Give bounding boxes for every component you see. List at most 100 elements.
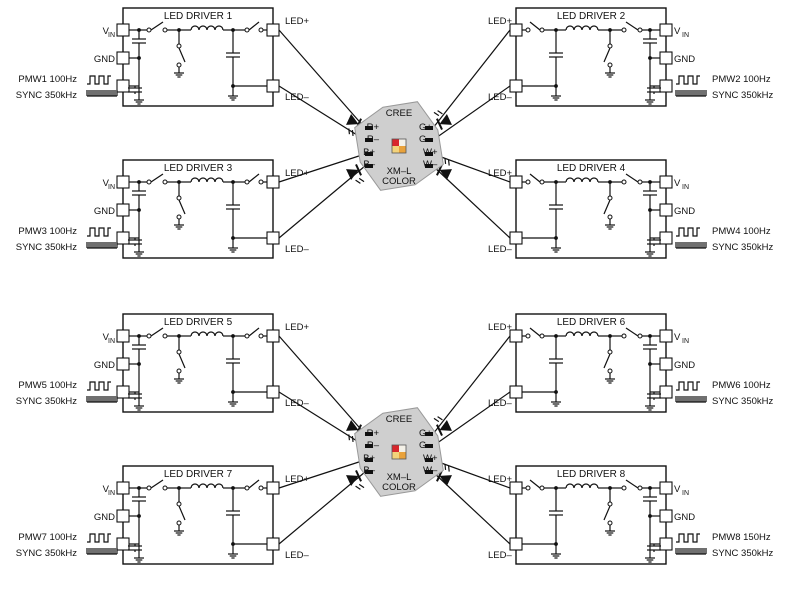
sync-label: SYNC 350kHz [712, 90, 773, 101]
capacitor-icon [549, 336, 563, 386]
switch-terminal [525, 333, 531, 339]
wire [190, 25, 224, 31]
pwm-pin [659, 537, 673, 551]
package-model: XM–L [387, 166, 412, 177]
pwm-label: PMW5 100Hz [18, 380, 77, 391]
switch-terminal [244, 179, 250, 185]
led-die-green [392, 452, 399, 459]
ground-icon [645, 246, 655, 257]
diode-bar [355, 164, 362, 176]
ground-icon [645, 400, 655, 411]
inductor-icon [190, 331, 224, 337]
ground-icon [645, 94, 655, 105]
switch-terminal [162, 27, 168, 33]
switch-terminal [637, 485, 643, 491]
switch-blade [603, 47, 611, 63]
package-pad [365, 126, 373, 130]
led-minus-pin [266, 537, 280, 551]
switch-terminal [258, 179, 264, 185]
driver-box [515, 7, 667, 107]
inductor-icon [565, 177, 599, 183]
package-pad [365, 152, 373, 156]
package-pad [425, 126, 433, 130]
switch-blade [603, 199, 611, 215]
sync-waveform-icon [86, 90, 118, 97]
pwm-label: PMW4 100Hz [712, 226, 771, 237]
pwm-capacitor-icon [647, 86, 661, 94]
led-wire [278, 391, 366, 447]
gnd-pin [659, 51, 673, 65]
led-minus-pin [266, 79, 280, 93]
led-plus-label: LED+ [285, 322, 309, 333]
switch-terminal [607, 214, 613, 220]
package-wiring-1 [278, 29, 511, 239]
pwm-waveform-icon [87, 533, 111, 543]
gnd-pin [116, 203, 130, 217]
ground-icon [228, 242, 238, 253]
driver-title: LED DRIVER 6 [557, 317, 626, 328]
ground-icon [551, 396, 561, 407]
package-model: COLOR [382, 482, 416, 493]
diode-triangle [346, 169, 359, 180]
switch-terminal [176, 501, 182, 507]
sync-waveform-icon [86, 548, 118, 555]
ground-icon [134, 94, 144, 105]
ground-icon [174, 219, 184, 230]
capacitor-icon [549, 30, 563, 80]
diode-triangle [346, 114, 359, 125]
led-minus-label: LED– [488, 244, 512, 255]
switch-terminal [539, 179, 545, 185]
sync-label: SYNC 350kHz [16, 548, 77, 559]
pwm-pin [116, 537, 130, 551]
led-minus-pin [509, 79, 523, 93]
switch-terminal [607, 43, 613, 49]
switch-blade [178, 353, 186, 369]
switch-terminal [244, 333, 250, 339]
capacitor-icon [643, 336, 657, 358]
package-brand: CREE [386, 414, 412, 425]
ground-icon [551, 242, 561, 253]
ground-icon [174, 67, 184, 78]
gnd-label: GND [94, 512, 115, 523]
pwm-waveform-icon [87, 227, 111, 237]
package-model: XM–L [387, 472, 412, 483]
switch-terminal [258, 333, 264, 339]
ground-icon [228, 396, 238, 407]
wire [565, 25, 599, 31]
vin-label-subscript: IN [108, 184, 115, 191]
switch-terminal [176, 62, 182, 68]
switch-blade [529, 327, 541, 337]
led-wire [432, 85, 511, 141]
switch-blade [603, 505, 611, 521]
vin-pin [659, 175, 673, 189]
switch-terminal [244, 485, 250, 491]
package-pad [425, 138, 433, 142]
switch-terminal [539, 27, 545, 33]
led-plus-pin [266, 329, 280, 343]
vin-label: V [103, 332, 110, 343]
pwm-capacitor-icon [128, 392, 142, 400]
led-plus-label: LED+ [488, 16, 512, 27]
switch-terminal [525, 485, 531, 491]
driver-box [515, 313, 667, 413]
switch-terminal [621, 179, 627, 185]
gnd-pin [116, 51, 130, 65]
led-die-green [392, 146, 399, 153]
light-emission-arrows [433, 110, 443, 117]
pwm-capacitor-icon [128, 238, 142, 246]
switch-terminal [607, 195, 613, 201]
led-minus-label: LED– [488, 92, 512, 103]
gnd-label: GND [674, 54, 695, 65]
switch-terminal [621, 333, 627, 339]
led-diode-icon [433, 110, 452, 130]
pwm-label: PMW2 100Hz [712, 74, 771, 85]
switch-terminal [162, 485, 168, 491]
led-plus-label: LED+ [488, 322, 512, 333]
pwm-capacitor-icon [128, 544, 142, 552]
light-emission-arrows [348, 128, 354, 136]
led-plus-pin [266, 23, 280, 37]
